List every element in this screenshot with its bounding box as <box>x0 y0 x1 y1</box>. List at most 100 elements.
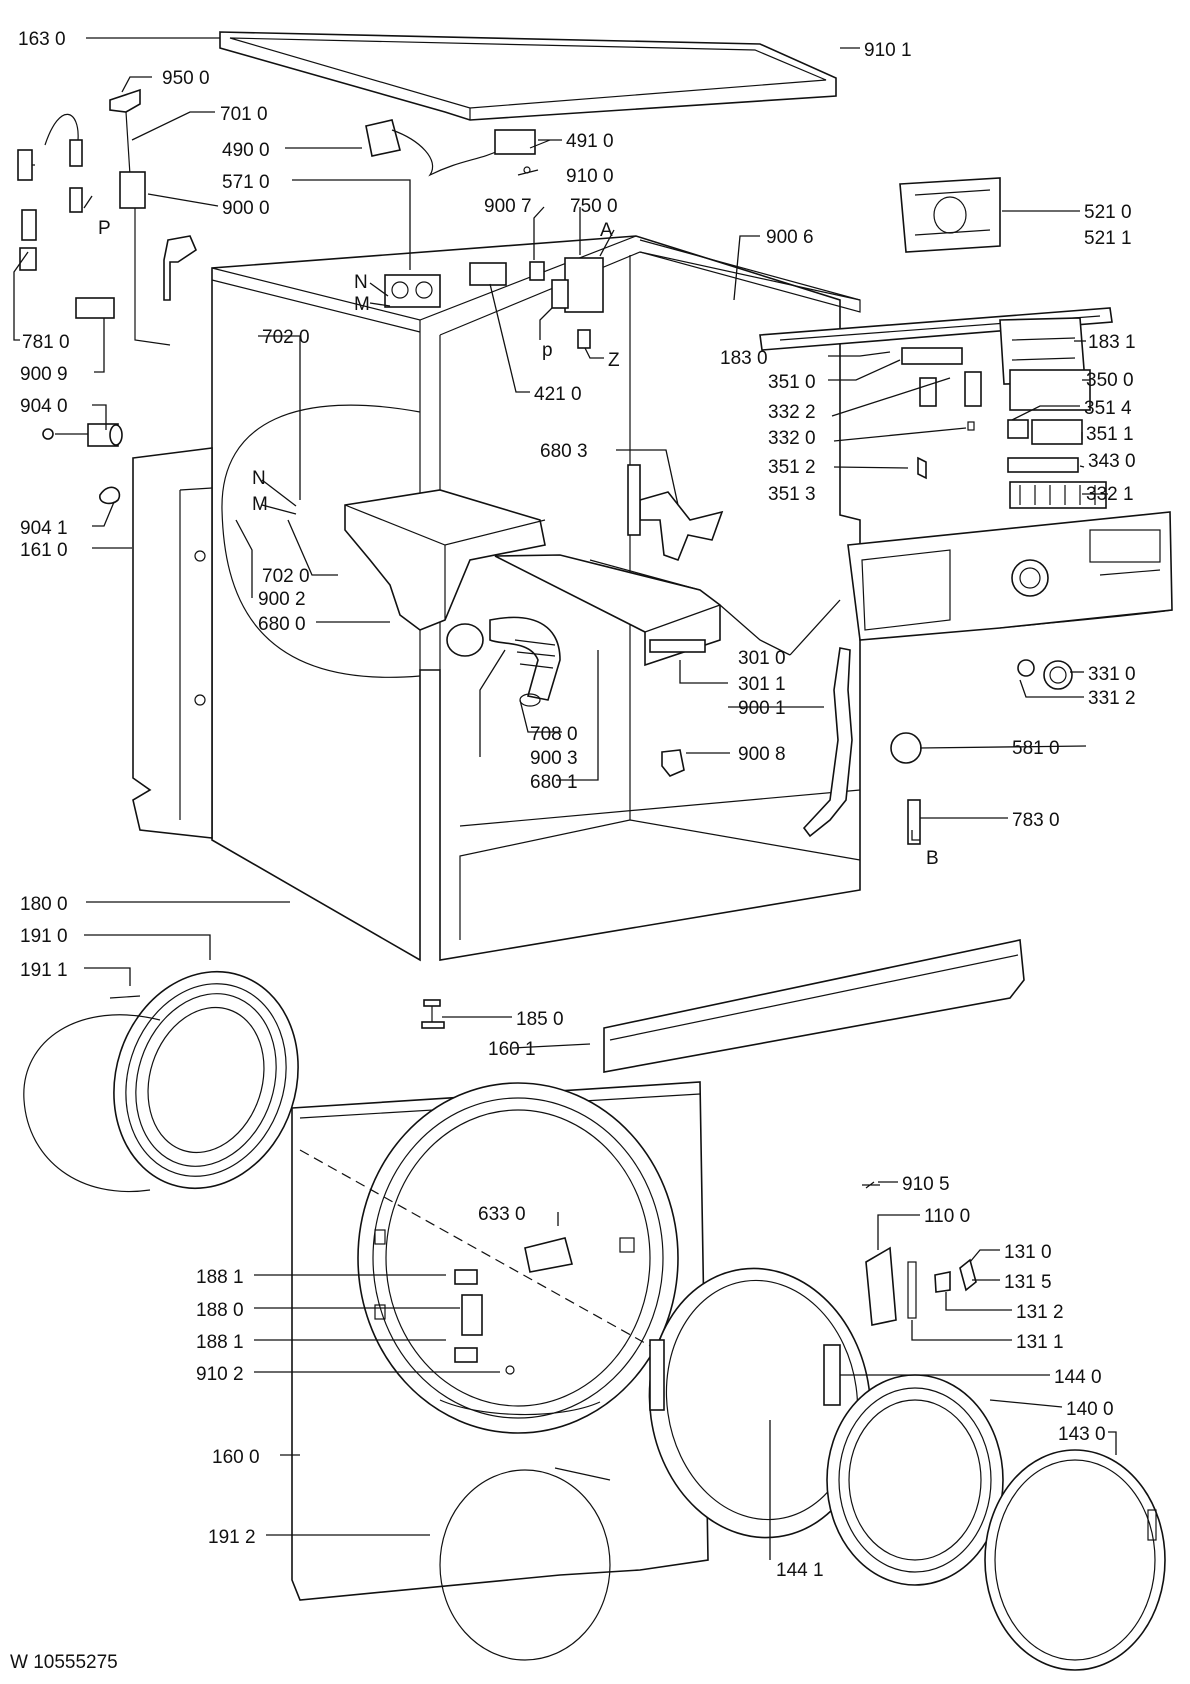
door-gasket-part <box>23 970 299 1193</box>
label-343-0: 343 0 <box>1088 451 1136 472</box>
bracket-bar <box>627 464 641 536</box>
label-900-0: 900 0 <box>222 198 270 219</box>
front-panel-part <box>291 1081 1141 1621</box>
label-702-0-top: 702 0 <box>262 327 310 348</box>
label-P: P <box>98 218 111 239</box>
label-144-0: 144 0 <box>1054 1367 1102 1388</box>
label-904-1: 904 1 <box>20 518 68 539</box>
label-950-0: 950 0 <box>162 68 210 89</box>
callout-labels: 163 0 950 0 701 0 490 0 491 0 910 0 571 … <box>10 29 1136 1673</box>
label-490-0: 490 0 <box>222 140 270 161</box>
pump-part <box>469 257 604 349</box>
label-491-0: 491 0 <box>566 131 614 152</box>
label-351-4: 351 4 <box>1084 398 1132 419</box>
label-131-5: 131 5 <box>1004 1272 1052 1293</box>
label-900-8: 900 8 <box>738 744 786 765</box>
valve-bracket-part <box>639 491 724 562</box>
side-panel-part <box>132 447 213 839</box>
label-351-1: 351 1 <box>1086 424 1134 445</box>
label-331-2: 331 2 <box>1088 688 1136 709</box>
label-900-9: 900 9 <box>20 364 68 385</box>
label-191-0: 191 0 <box>20 926 68 947</box>
control-board-parts <box>901 317 1107 509</box>
label-301-1: 301 1 <box>738 674 786 695</box>
door-window-part <box>439 1467 611 1661</box>
label-708-0: 708 0 <box>530 724 578 745</box>
label-332-2: 332 2 <box>768 402 816 423</box>
cabinet-body-part <box>211 235 861 962</box>
label-p: p <box>542 340 553 361</box>
label-783-0: 783 0 <box>1012 810 1060 831</box>
label-N-top: N <box>354 272 368 293</box>
hose-part <box>42 423 123 505</box>
label-143-0: 143 0 <box>1058 1424 1106 1445</box>
label-900-6: 900 6 <box>766 227 814 248</box>
label-351-0: 351 0 <box>768 372 816 393</box>
label-180-0: 180 0 <box>20 894 68 915</box>
label-131-1: 131 1 <box>1016 1332 1064 1353</box>
label-331-0: 331 0 <box>1088 664 1136 685</box>
label-188-1-bottom: 188 1 <box>196 1332 244 1353</box>
detergent-drawer <box>494 554 721 667</box>
label-633-0: 633 0 <box>478 1204 526 1225</box>
label-140-0: 140 0 <box>1066 1399 1114 1420</box>
label-163-0: 163 0 <box>18 29 66 50</box>
label-581-0: 581 0 <box>1012 738 1060 759</box>
label-144-1: 144 1 <box>776 1560 824 1581</box>
door-inner-part <box>826 1374 1004 1586</box>
main-board-part <box>899 177 1001 253</box>
label-332-1: 332 1 <box>1086 484 1134 505</box>
label-301-0: 301 0 <box>738 648 786 669</box>
label-910-2: 910 2 <box>196 1364 244 1385</box>
label-910-1: 910 1 <box>864 40 912 61</box>
leader-lines <box>13 37 1117 1560</box>
label-350-0: 350 0 <box>1086 370 1134 391</box>
door-frame-part <box>648 1267 872 1539</box>
front-console-part <box>847 511 1173 641</box>
label-351-2: 351 2 <box>768 457 816 478</box>
label-702-0-mid: 702 0 <box>262 566 310 587</box>
label-910-0: 910 0 <box>566 166 614 187</box>
label-521-1: 521 1 <box>1084 228 1132 249</box>
clip-part <box>661 749 685 777</box>
door-handle-parts <box>862 1181 977 1326</box>
label-131-2: 131 2 <box>1016 1302 1064 1323</box>
label-M-top: M <box>354 294 370 315</box>
label-680-3: 680 3 <box>540 441 588 462</box>
valve-part <box>384 274 441 308</box>
label-900-7: 900 7 <box>484 196 532 217</box>
document-code: W 10555275 <box>10 1652 118 1673</box>
label-185-0: 185 0 <box>516 1009 564 1030</box>
label-188-1-top: 188 1 <box>196 1267 244 1288</box>
label-160-0: 160 0 <box>212 1447 260 1468</box>
label-521-0: 521 0 <box>1084 202 1132 223</box>
label-421-0: 421 0 <box>534 384 582 405</box>
filter-and-wiring-parts <box>365 119 551 177</box>
label-900-1: 900 1 <box>738 698 786 719</box>
cutaway-outline <box>221 404 421 678</box>
detergent-dispenser-housing <box>344 489 561 707</box>
label-161-0: 161 0 <box>20 540 68 561</box>
knob-parts <box>890 659 1073 845</box>
label-191-2: 191 2 <box>208 1527 256 1548</box>
label-N-mid: N <box>252 468 266 489</box>
foot-part <box>421 999 445 1029</box>
label-571-0: 571 0 <box>222 172 270 193</box>
label-781-0: 781 0 <box>22 332 70 353</box>
label-680-1: 680 1 <box>530 772 578 793</box>
left-small-parts <box>17 88 197 346</box>
label-A: A <box>600 220 613 241</box>
label-183-1: 183 1 <box>1088 332 1136 353</box>
label-904-0: 904 0 <box>20 396 68 417</box>
label-M-mid: M <box>252 494 268 515</box>
label-B: B <box>926 848 939 869</box>
label-Z: Z <box>608 350 620 371</box>
label-332-0: 332 0 <box>768 428 816 449</box>
label-160-1: 160 1 <box>488 1039 536 1060</box>
label-900-3: 900 3 <box>530 748 578 769</box>
label-351-3: 351 3 <box>768 484 816 505</box>
label-131-0: 131 0 <box>1004 1242 1052 1263</box>
side-rail-part <box>802 647 853 838</box>
label-188-0: 188 0 <box>196 1300 244 1321</box>
